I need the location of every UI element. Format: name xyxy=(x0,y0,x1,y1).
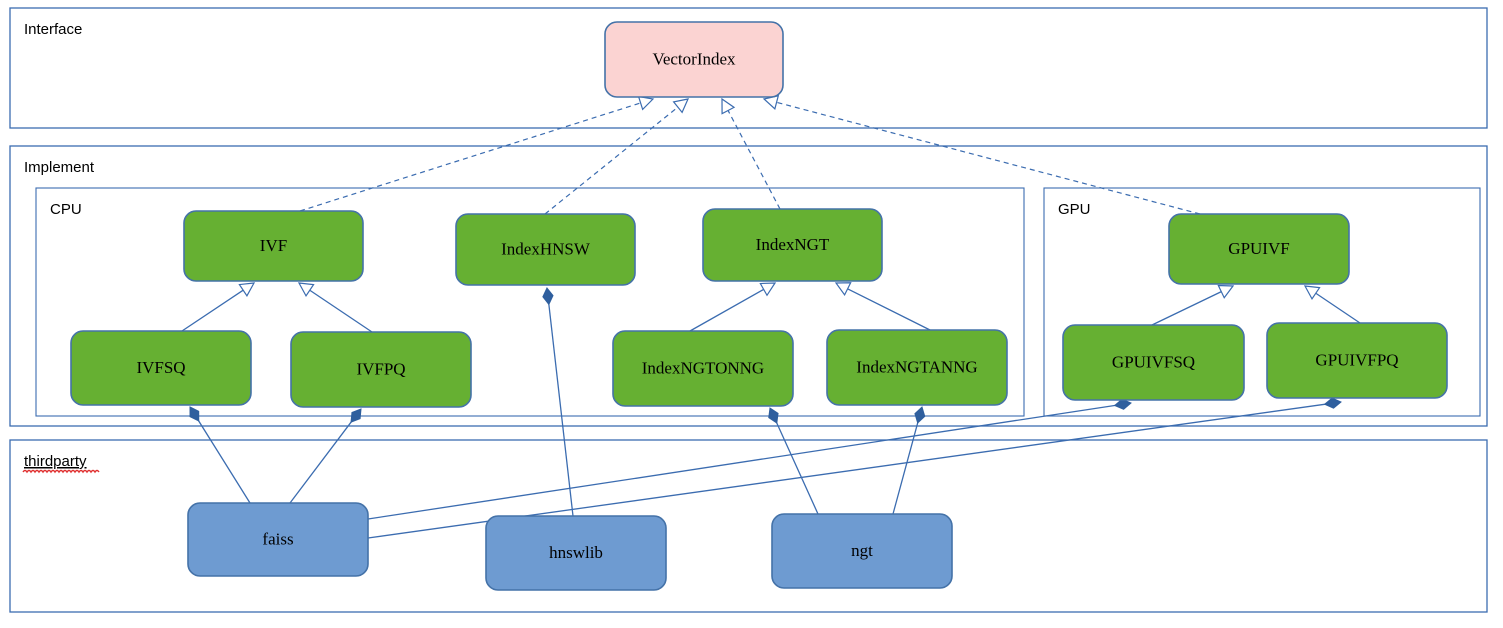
edge-hnswlib-to-indexhnsw xyxy=(542,287,574,517)
edge-line xyxy=(548,303,574,517)
class-node-ivfsq[interactable]: IVFSQ xyxy=(70,330,252,406)
node-rect[interactable] xyxy=(183,210,364,282)
node-rect[interactable] xyxy=(771,513,953,589)
filled-diamond-icon xyxy=(189,406,200,422)
node-label: hnswlib xyxy=(549,543,603,562)
class-node-hnswlib[interactable]: hnswlib xyxy=(485,515,667,591)
node-label: GPUIVFPQ xyxy=(1315,350,1398,369)
group-cpu: CPU xyxy=(35,187,1025,417)
node-rect[interactable] xyxy=(455,213,636,286)
class-node-ivf[interactable]: IVF xyxy=(183,210,364,282)
node-rect[interactable] xyxy=(826,329,1008,406)
edge-faiss-to-ivfsq xyxy=(189,406,251,504)
edge-line xyxy=(308,289,373,333)
edge-line xyxy=(289,421,353,504)
filled-diamond-icon xyxy=(768,407,779,424)
group-gpu: GPU xyxy=(1043,187,1481,417)
edge-ivfpq-to-ivf xyxy=(297,282,373,333)
node-rect[interactable] xyxy=(1062,324,1245,401)
class-node-indexngtanng[interactable]: IndexNGTANNG xyxy=(826,329,1008,406)
edge-ngt-to-indexngtanng xyxy=(892,406,926,515)
node-rect[interactable] xyxy=(612,330,794,407)
hollow-triangle-arrow-icon xyxy=(759,282,777,297)
edge-line xyxy=(367,404,1116,520)
node-label: VectorIndex xyxy=(652,49,736,68)
class-node-gpuivfpq[interactable]: GPUIVFPQ xyxy=(1266,322,1448,399)
node-label: IVFSQ xyxy=(136,358,185,377)
group-rect-gpu xyxy=(1043,187,1481,417)
filled-diamond-icon xyxy=(350,408,362,423)
node-rect[interactable] xyxy=(1168,213,1350,285)
edge-faiss-to-ivfpq xyxy=(289,408,362,504)
edge-ivfsq-to-ivf xyxy=(181,282,256,332)
filled-diamond-icon xyxy=(914,406,926,424)
edge-line xyxy=(775,422,819,515)
node-rect[interactable] xyxy=(187,502,369,577)
edge-ngt-to-indexngtonng xyxy=(768,407,819,515)
group-label-interface: Interface xyxy=(24,21,82,38)
class-node-gpuivf[interactable]: GPUIVF xyxy=(1168,213,1350,285)
group-label-implement: Implement xyxy=(24,159,95,176)
edge-line xyxy=(846,287,931,331)
node-label: GPUIVFSQ xyxy=(1112,352,1195,371)
node-label: IVF xyxy=(260,236,287,255)
edge-line xyxy=(544,106,679,215)
group-label-gpu: GPU xyxy=(1058,201,1091,218)
spellcheck-squiggle-icon xyxy=(22,469,100,474)
filled-diamond-icon xyxy=(1323,397,1342,409)
edge-indexngtanng-to-indexngt xyxy=(834,282,931,331)
node-rect[interactable] xyxy=(290,331,472,408)
hollow-triangle-arrow-icon xyxy=(238,282,256,297)
hollow-triangle-arrow-icon xyxy=(721,97,736,115)
edge-line xyxy=(892,422,919,515)
hollow-triangle-arrow-icon xyxy=(834,282,852,297)
edge-indexngt-to-vectorindex xyxy=(721,97,781,210)
edge-line xyxy=(1151,290,1223,326)
class-node-gpuivfsq[interactable]: GPUIVFSQ xyxy=(1062,324,1245,401)
hollow-triangle-arrow-icon xyxy=(1217,284,1235,299)
class-node-indexngtonng[interactable]: IndexNGTONNG xyxy=(612,330,794,407)
node-label: IVFPQ xyxy=(356,359,405,378)
class-node-indexhnsw[interactable]: IndexHNSW xyxy=(455,213,636,286)
node-label: IndexNGT xyxy=(756,235,830,254)
node-label: ngt xyxy=(851,541,873,560)
edge-gpuivfsq-to-gpuivf xyxy=(1151,284,1235,326)
edge-line xyxy=(181,289,245,332)
class-node-ivfpq[interactable]: IVFPQ xyxy=(290,331,472,408)
edge-gpuivfpq-to-gpuivf xyxy=(1303,285,1361,324)
class-node-indexngt[interactable]: IndexNGT xyxy=(702,208,883,282)
class-node-ngt[interactable]: ngt xyxy=(771,513,953,589)
class-node-vectorindex[interactable]: VectorIndex xyxy=(604,21,784,98)
node-label: GPUIVF xyxy=(1228,239,1289,258)
group-thirdparty: thirdparty xyxy=(9,439,1488,613)
hollow-triangle-arrow-icon xyxy=(297,282,315,298)
edge-indexhnsw-to-vectorindex xyxy=(544,98,690,215)
node-rect[interactable] xyxy=(70,330,252,406)
node-label: IndexNGTANNG xyxy=(856,357,977,376)
node-label: IndexHNSW xyxy=(501,239,591,258)
group-rect-cpu xyxy=(35,187,1025,417)
node-label: IndexNGTONNG xyxy=(642,358,764,377)
edge-indexngtonng-to-indexngt xyxy=(689,282,777,332)
edge-line xyxy=(727,109,781,210)
node-rect[interactable] xyxy=(1266,322,1448,399)
edge-line xyxy=(689,288,765,332)
node-rect[interactable] xyxy=(702,208,883,282)
edge-line xyxy=(299,102,642,212)
group-rect-thirdparty xyxy=(9,439,1488,613)
node-rect[interactable] xyxy=(485,515,667,591)
hollow-triangle-arrow-icon xyxy=(672,98,690,114)
group-label-thirdparty: thirdparty xyxy=(24,453,87,470)
edge-line xyxy=(1314,292,1361,324)
group-label-cpu: CPU xyxy=(50,201,82,218)
edge-line xyxy=(775,101,1201,215)
hollow-triangle-arrow-icon xyxy=(1303,285,1321,301)
node-label: faiss xyxy=(262,529,293,548)
class-node-faiss[interactable]: faiss xyxy=(187,502,369,577)
filled-diamond-icon xyxy=(542,287,554,306)
node-rect[interactable] xyxy=(604,21,784,98)
edge-line xyxy=(197,420,251,504)
